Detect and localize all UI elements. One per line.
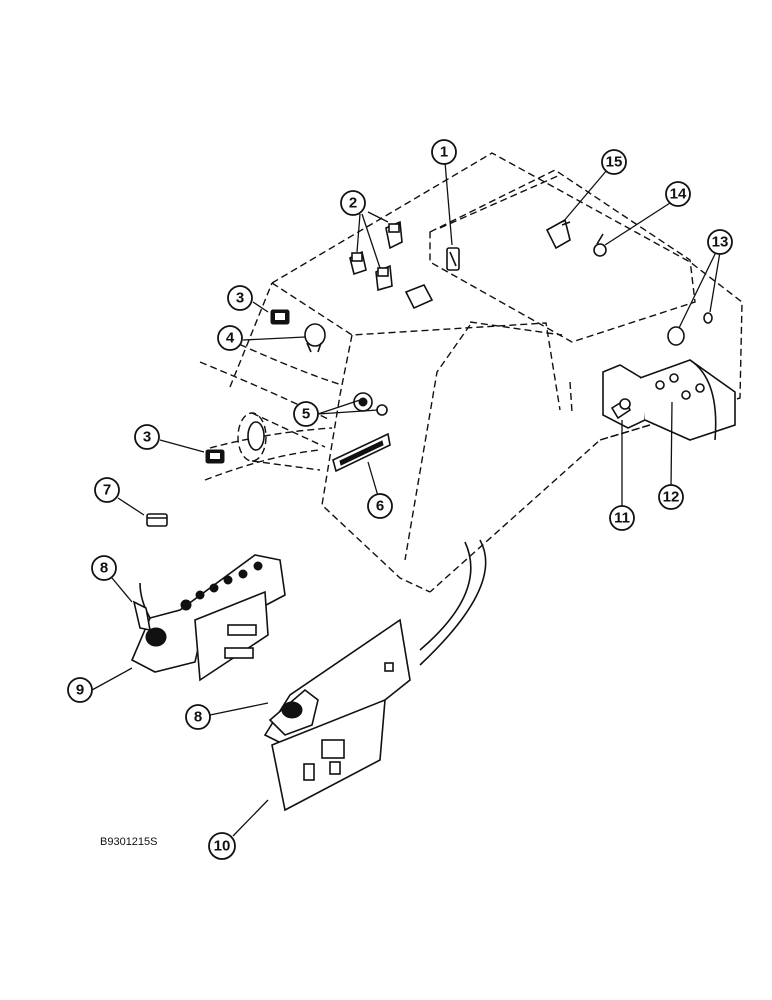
svg-text:8: 8	[100, 560, 108, 577]
callout-15: 15	[601, 149, 627, 175]
drawing-id: B9301215S	[100, 836, 158, 848]
callout-4: 4	[217, 325, 243, 351]
part-9-left-console	[130, 554, 286, 682]
part-1-switch	[446, 247, 460, 271]
svg-text:11: 11	[614, 510, 630, 527]
part-7-cap	[146, 513, 168, 527]
part-3-rocker-upper	[270, 309, 290, 325]
svg-text:1: 1	[440, 144, 448, 161]
callout-10: 10	[208, 832, 236, 860]
callout-7: 7	[94, 477, 120, 503]
callout-13: 13	[707, 229, 733, 255]
svg-text:12: 12	[663, 489, 680, 506]
svg-text:3: 3	[236, 290, 244, 307]
svg-text:4: 4	[226, 330, 235, 347]
callout-3-upper: 3	[227, 285, 253, 311]
callout-1: 1	[431, 139, 457, 165]
part-15-bracket	[545, 218, 571, 250]
part-8-joystick-left	[132, 600, 167, 647]
svg-text:13: 13	[712, 234, 729, 251]
svg-text:5: 5	[302, 406, 310, 423]
callout-11: 11	[609, 505, 635, 531]
part-10-right-console	[263, 618, 411, 812]
svg-text:9: 9	[76, 682, 84, 699]
part-5-gauges	[353, 392, 388, 416]
svg-text:8: 8	[194, 709, 202, 726]
part-14-knob	[593, 233, 607, 257]
callout-3-lower: 3	[134, 424, 160, 450]
pod-arc	[419, 539, 487, 666]
svg-text:14: 14	[670, 186, 687, 203]
svg-text:15: 15	[606, 154, 623, 171]
callout-14: 14	[665, 181, 691, 207]
callout-12: 12	[658, 484, 684, 510]
svg-text:10: 10	[214, 838, 231, 855]
callout-8-left: 8	[91, 555, 117, 581]
callout-2: 2	[340, 190, 366, 216]
callout-8-right: 8	[185, 704, 211, 730]
steering-column	[237, 412, 326, 471]
svg-text:3: 3	[143, 429, 151, 446]
callout-9: 9	[67, 677, 93, 703]
callout-5: 5	[293, 401, 319, 427]
part-11-12-module	[602, 359, 736, 441]
part-13-fittings	[667, 312, 713, 346]
callout-6: 6	[367, 493, 393, 519]
part-6-display	[332, 432, 391, 473]
svg-text:6: 6	[376, 498, 384, 515]
pod-arc-2	[419, 541, 472, 651]
svg-text:2: 2	[349, 195, 357, 212]
part-4-gauge	[304, 323, 326, 353]
part-2-switches	[349, 220, 434, 310]
svg-text:7: 7	[103, 482, 111, 499]
leader-lines	[91, 161, 721, 837]
part-3-rocker-lower	[205, 449, 225, 464]
